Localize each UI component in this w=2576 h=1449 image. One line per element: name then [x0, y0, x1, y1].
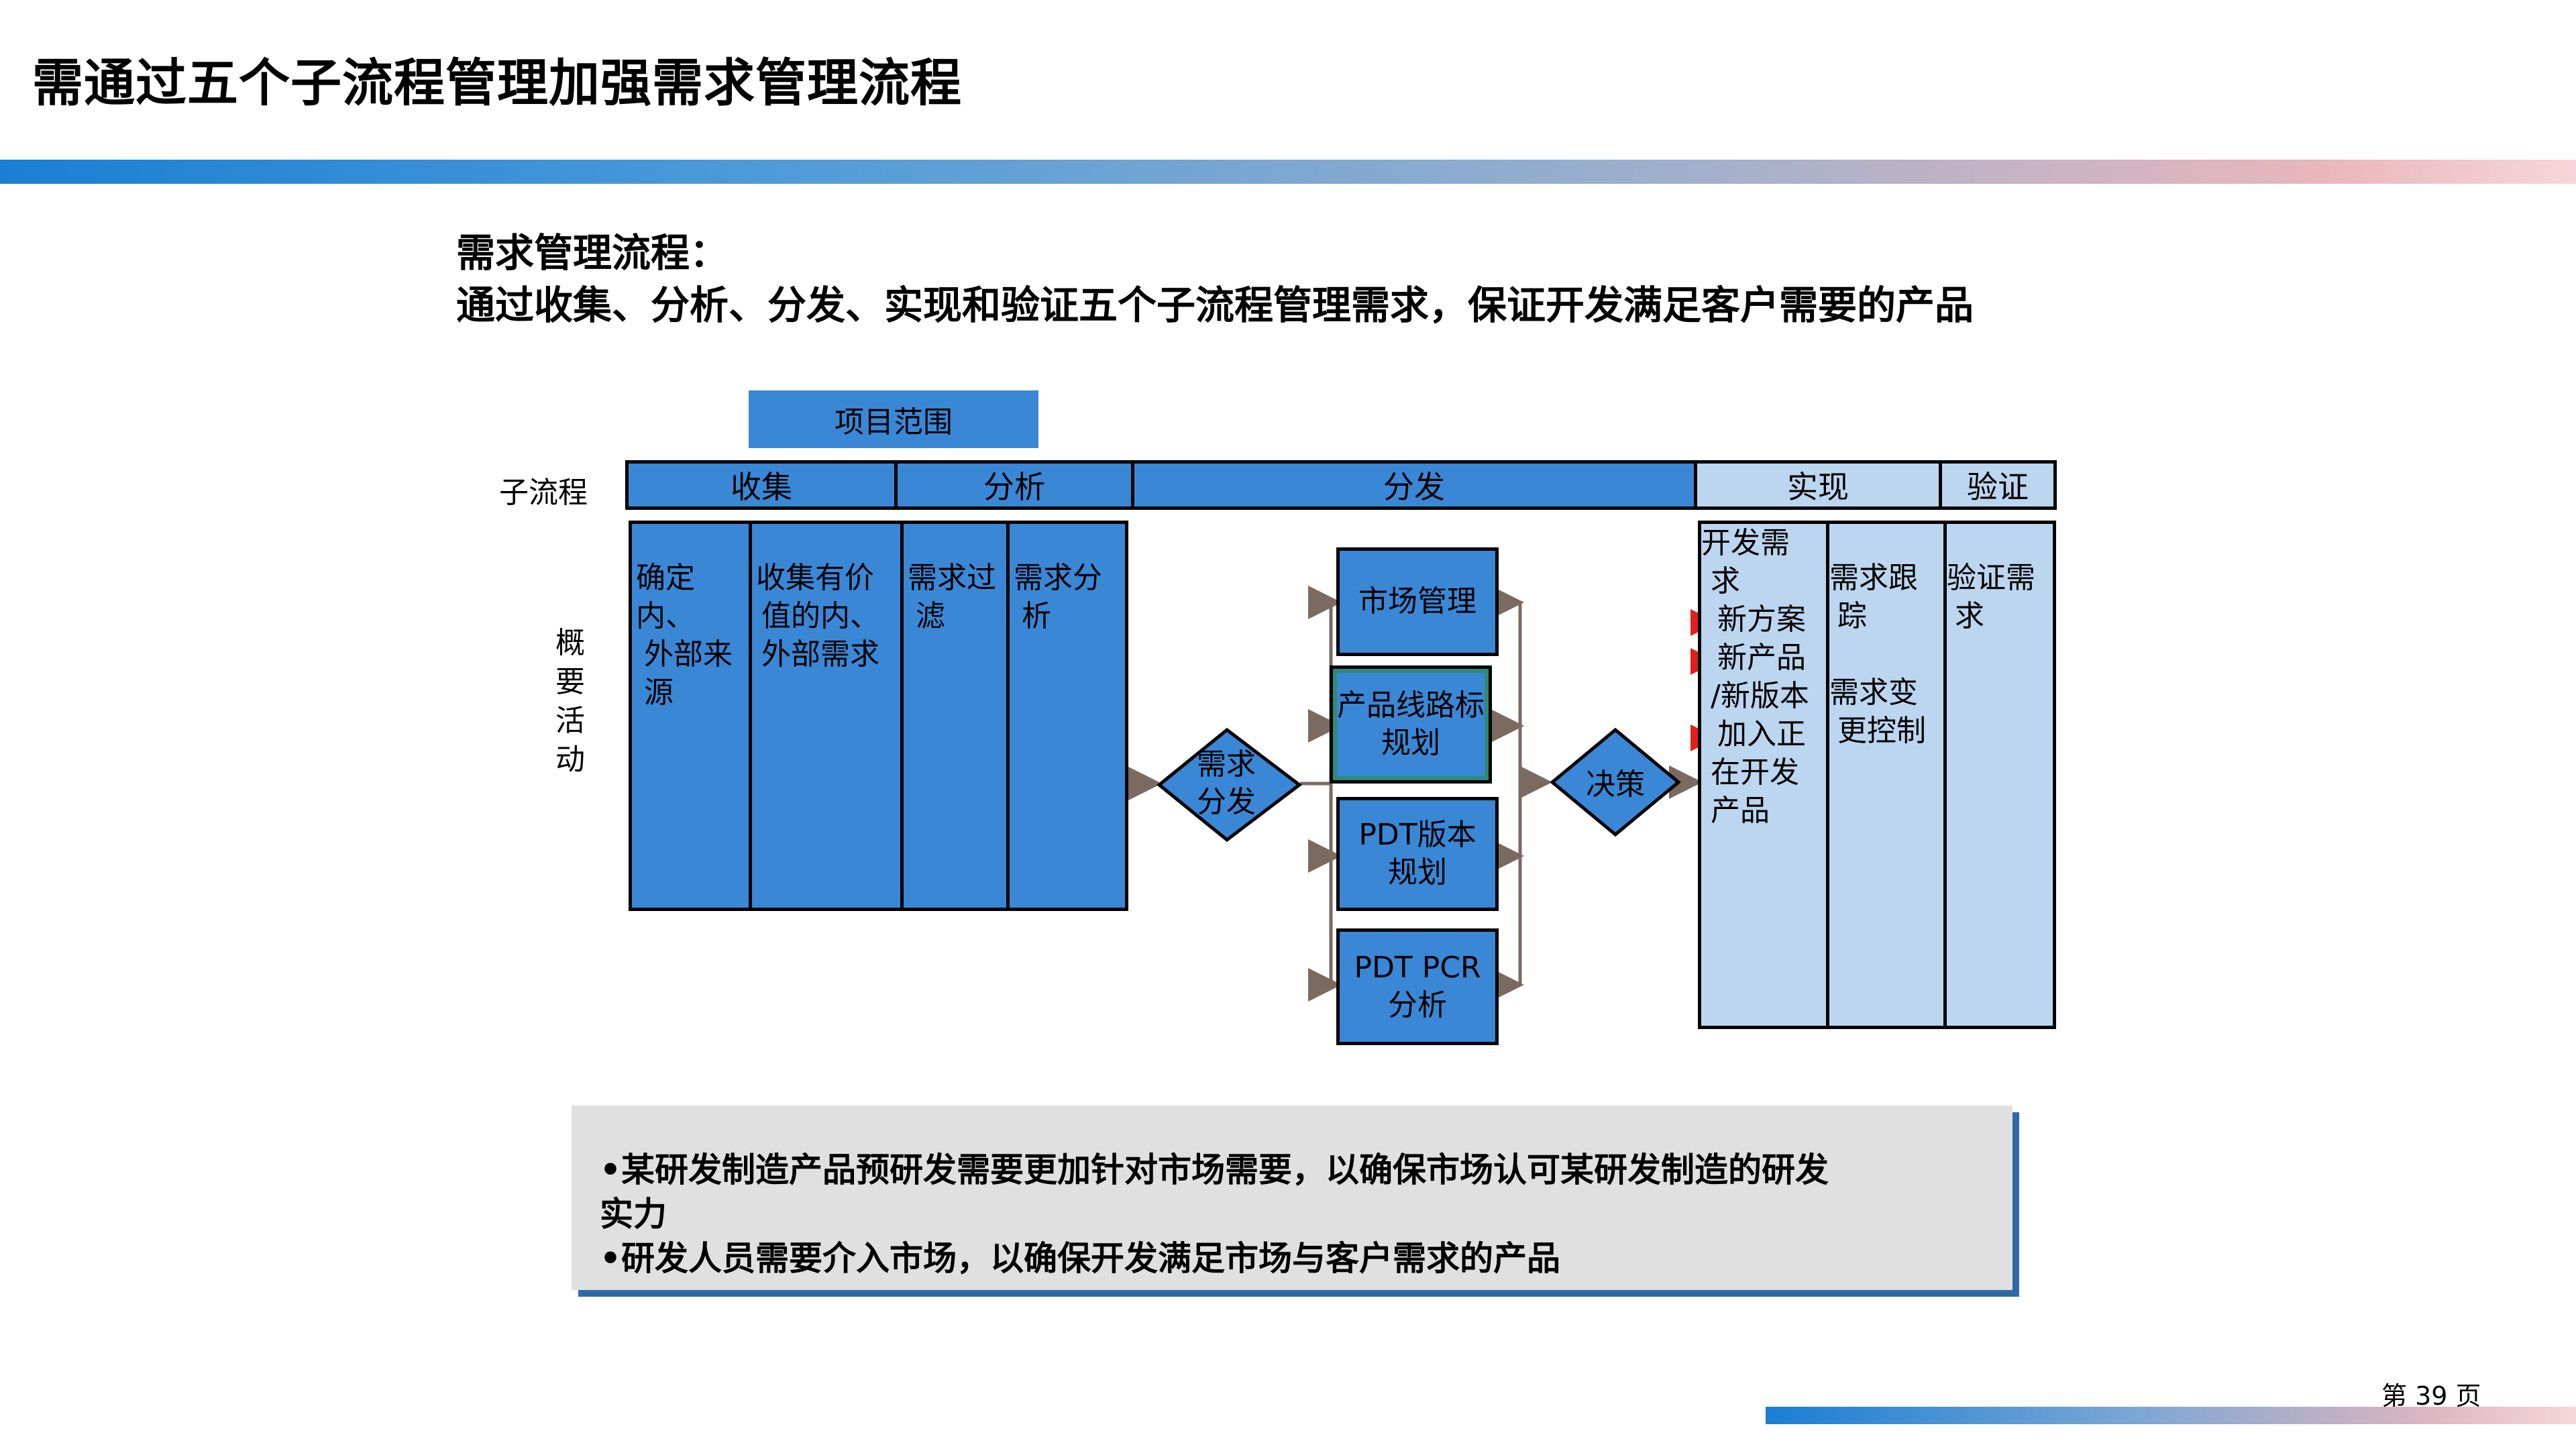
cell-line: 值的内、 — [761, 599, 879, 633]
process-line: 规划 — [1381, 726, 1440, 760]
collect-cell-valuable: 收集有价 值的内、 外部需求 — [749, 521, 904, 911]
cell-line: 求 — [1955, 599, 1984, 633]
analyze-cell-analysis: 需求分 析 — [1006, 521, 1128, 911]
cell-line: 产品 — [1711, 794, 1770, 828]
cell-line: 加入正 — [1717, 717, 1806, 751]
cell-line: 析 — [1022, 599, 1051, 633]
header-implement: 实现 — [1694, 460, 1942, 510]
project-scope-label: 项目范围 — [749, 390, 1038, 448]
header-collect: 收集 — [625, 460, 898, 510]
header-analyze: 分析 — [894, 460, 1134, 510]
diamond-line: 需求 — [1197, 747, 1256, 782]
process-line: PDT PCR — [1354, 951, 1481, 985]
process-line: 市场管理 — [1358, 584, 1477, 619]
cell-line: 需求跟 — [1829, 561, 1918, 595]
cell-line: 踪 — [1837, 599, 1867, 633]
heading-line-1: 需求管理流程： — [456, 230, 729, 276]
cell-line: 确定内、 — [636, 561, 695, 633]
process-line: 规划 — [1388, 855, 1447, 890]
cell-line: 需求变 — [1829, 676, 1918, 710]
cell-line: 求 — [1711, 564, 1740, 598]
cell-line: /新版本 — [1711, 679, 1809, 713]
cell-line: 外部需求 — [761, 637, 879, 672]
implement-cell-tracking: 需求跟 踪 需求变 更控制 — [1826, 521, 1947, 1029]
heading-line-2: 通过收集、分析、分发、实现和验证五个子流程管理需求，保证开发满足客户需要的产品 — [456, 282, 1974, 328]
footer-gradient-bar — [1766, 1407, 2576, 1424]
process-line: PDT版本 — [1358, 818, 1477, 852]
note-line-2: 实力 — [600, 1195, 667, 1234]
subprocess-row-label: 子流程 — [499, 476, 588, 510]
cell-line: 在开发 — [1711, 755, 1799, 790]
cell-line: 更控制 — [1837, 714, 1926, 748]
verify-cell: 验证需 求 — [1943, 521, 2056, 1029]
diamond-line: 分发 — [1197, 785, 1256, 819]
cell-line: 需求过 — [908, 561, 996, 595]
diamond-decide-label: 决策 — [1563, 758, 1668, 805]
header-distribute: 分发 — [1131, 460, 1697, 510]
cell-line: 新方案 — [1717, 602, 1806, 637]
cell-line: 开发需 — [1701, 526, 1790, 560]
process-line: 分析 — [1388, 988, 1447, 1022]
cell-line: 滤 — [916, 599, 945, 633]
title-gradient-bar — [0, 160, 2576, 184]
summary-note-box: •某研发制造产品预研发需要更加针对市场需要，以确保市场认可某研发制造的研发 实力… — [572, 1106, 2012, 1290]
process-pdt-pcr-analysis: PDT PCR 分析 — [1336, 928, 1499, 1045]
diamond-line: 决策 — [1586, 767, 1645, 802]
process-line: 产品线路标 — [1337, 688, 1485, 722]
implement-cell-develop: 开发需 求 新方案 新产品 /新版本 加入正 在开发 产品 — [1698, 521, 1829, 1029]
decision-diamond-distribute — [1157, 727, 1303, 843]
cell-line: 源 — [644, 676, 674, 710]
header-verify: 验证 — [1939, 460, 2057, 510]
diamond-distribute-label: 需求 分发 — [1166, 743, 1287, 824]
activities-row-label: 概要活动 — [555, 626, 585, 777]
cell-line: 外部来 — [644, 637, 733, 672]
process-market-management: 市场管理 — [1336, 547, 1499, 656]
decision-diamond-decide — [1550, 727, 1681, 837]
cell-line: 需求分 — [1014, 561, 1102, 595]
process-roadmap-planning: 产品线路标 规划 — [1330, 665, 1492, 784]
note-line-1: •某研发制造产品预研发需要更加针对市场需要，以确保市场认可某研发制造的研发 — [600, 1150, 1829, 1189]
note-line-3: •研发人员需要介入市场，以确保开发满足市场与客户需求的产品 — [600, 1239, 1560, 1278]
cell-line: 验证需 — [1947, 561, 2035, 595]
page-number: 第 39 页 — [2381, 1381, 2481, 1411]
collect-cell-sources: 确定内、 外部来 源 — [629, 521, 752, 911]
cell-line: 新产品 — [1717, 641, 1806, 675]
slide-title: 需通过五个子流程管理加强需求管理流程 — [32, 53, 962, 113]
cell-line: 收集有价 — [756, 561, 874, 595]
process-pdt-version-planning: PDT版本 规划 — [1336, 797, 1499, 911]
